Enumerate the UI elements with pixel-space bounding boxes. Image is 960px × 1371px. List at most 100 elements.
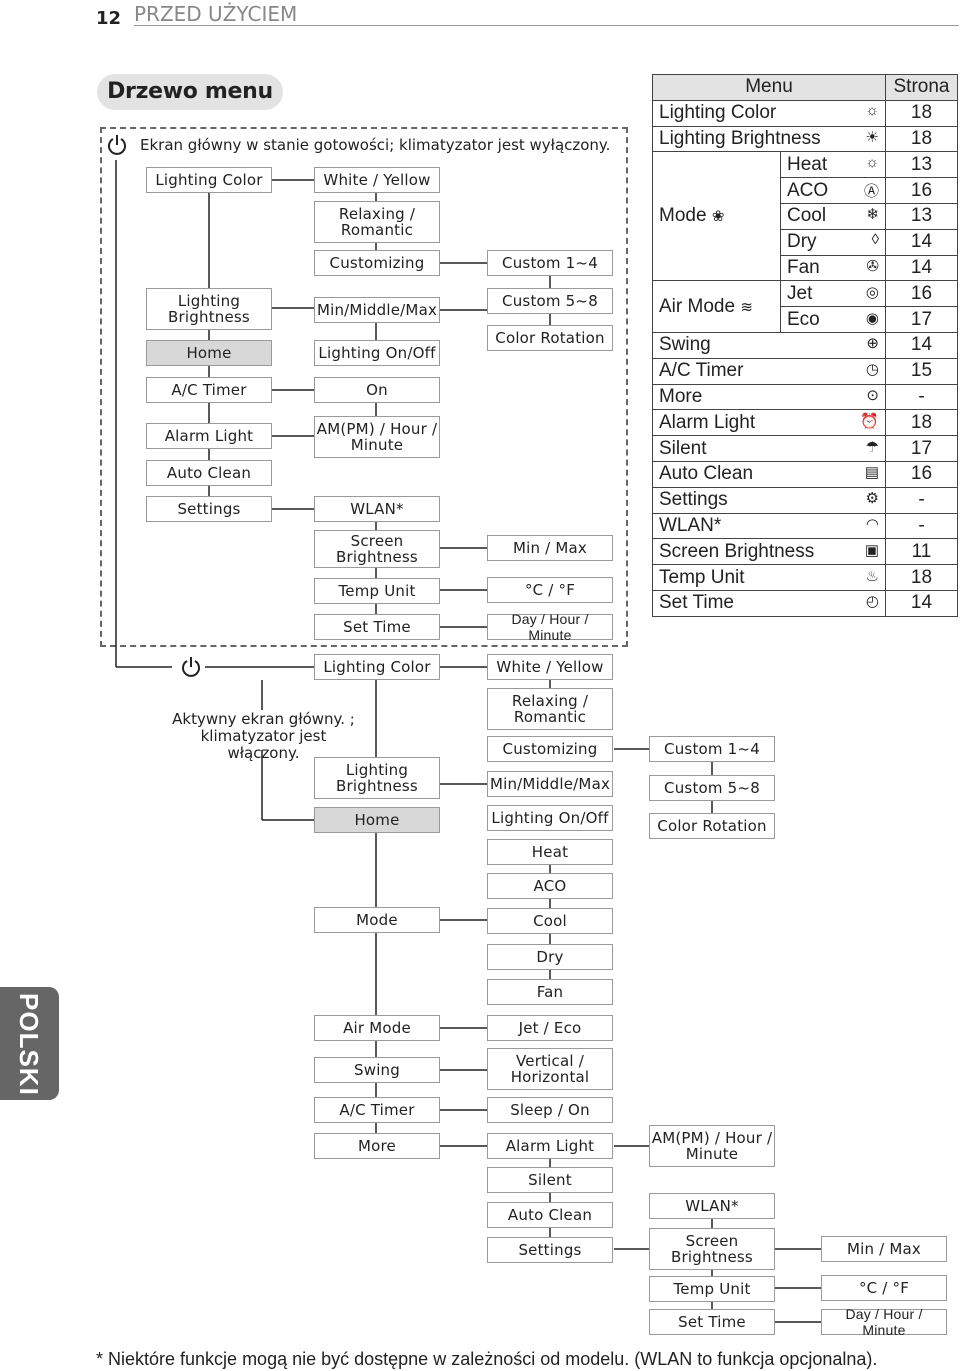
- gear-icon: ⚙: [865, 490, 879, 508]
- table-row: Dry◊ 14: [653, 228, 958, 256]
- menu-node: Lighting On/Off: [314, 340, 440, 366]
- menu-node: WLAN*: [649, 1193, 775, 1219]
- page-number: 12: [96, 8, 122, 29]
- active-caption: Aktywny ekran główny. ; klimatyzator jes…: [172, 710, 355, 762]
- table-row: Cool❄ 13: [653, 202, 958, 230]
- menu-node: Heat: [487, 839, 613, 865]
- table-header-menu: Menu: [652, 74, 886, 101]
- menu-node: Sleep / On: [487, 1097, 613, 1123]
- menu-node: Auto Clean: [487, 1202, 613, 1228]
- menu-node-home: Home: [146, 340, 272, 366]
- menu-node: Cool: [487, 908, 613, 934]
- standby-frame: [100, 127, 628, 647]
- alarm-icon: ⏰: [860, 412, 879, 430]
- silent-icon: ☂: [865, 438, 879, 456]
- menu-node: ACO: [487, 873, 613, 899]
- bulb-icon: ☼: [865, 102, 879, 120]
- menu-node: Lighting Color: [146, 167, 272, 193]
- menu-node: Air Mode: [314, 1015, 440, 1041]
- power-icon: [182, 657, 200, 677]
- fan-icon: ✇: [866, 257, 879, 275]
- menu-node: Lighting On/Off: [487, 805, 613, 831]
- menu-node: °C / °F: [821, 1275, 947, 1301]
- menu-node: Settings: [146, 496, 272, 522]
- page-header-title: PRZED UŻYCIEM: [134, 2, 298, 26]
- menu-node: Alarm Light: [487, 1133, 613, 1159]
- power-icon: [108, 135, 126, 155]
- aco-icon: Ⓐ: [863, 182, 879, 200]
- screen-brightness-icon: ▣: [864, 541, 879, 559]
- menu-node: Fan: [487, 979, 613, 1005]
- menu-node: Day / Hour / Minute: [487, 611, 613, 643]
- table-row: More⊙ -: [652, 383, 958, 411]
- menu-node: Auto Clean: [146, 460, 272, 486]
- more-icon: ⊙: [866, 386, 879, 404]
- wifi-icon: ◠: [865, 515, 879, 533]
- timer-icon: ◷: [865, 361, 879, 379]
- menu-node: °C / °F: [487, 577, 613, 603]
- menu-node: Vertical / Horizontal: [487, 1048, 613, 1090]
- menu-node: Day / Hour / Minute: [821, 1306, 947, 1338]
- menu-node: Silent: [487, 1167, 613, 1193]
- menu-node: Alarm Light: [146, 423, 272, 449]
- menu-node: A/C Timer: [314, 1097, 440, 1123]
- menu-node: White / Yellow: [314, 167, 440, 193]
- menu-node: Relaxing / Romantic: [314, 201, 440, 243]
- language-tab: POLSKI: [0, 987, 59, 1100]
- table-row: Air Mode ≋ Jet◎ 16: [652, 280, 958, 333]
- menu-node: Lighting Color: [314, 654, 440, 680]
- swing-icon: ⊕: [866, 335, 879, 353]
- menu-node: Custom 5~8: [649, 775, 775, 801]
- menu-node: Color Rotation: [649, 813, 775, 839]
- air-mode-icon: ≋: [740, 298, 753, 316]
- mode-icon: ❀: [711, 208, 725, 226]
- footnote: * Niektóre funkcje mogą nie być dostępne…: [96, 1349, 878, 1369]
- table-row: Settings⚙ -: [652, 486, 958, 514]
- table-row: Auto Clean▤ 16: [652, 460, 958, 488]
- table-row: Lighting Color☼ 18: [652, 99, 958, 127]
- menu-node: Temp Unit: [314, 578, 440, 604]
- menu-node: Custom 5~8: [487, 288, 613, 314]
- menu-node: Custom 1~4: [649, 736, 775, 762]
- menu-node: Swing: [314, 1057, 440, 1083]
- menu-node: Lighting Brightness: [314, 757, 440, 799]
- menu-node: Min/Middle/Max: [314, 297, 440, 323]
- menu-node: Customizing: [314, 250, 440, 276]
- menu-node: Relaxing / Romantic: [487, 688, 613, 730]
- menu-page-table: Menu Strona Lighting Color☼ 18 Lighting …: [652, 74, 958, 617]
- menu-node: More: [314, 1133, 440, 1159]
- menu-node: WLAN*: [314, 496, 440, 522]
- menu-node: Mode: [314, 907, 440, 933]
- table-row: Eco◉ 17: [653, 306, 958, 333]
- sun-icon: ☼: [865, 153, 879, 171]
- table-row: WLAN*◠ -: [652, 512, 958, 540]
- eco-icon: ◉: [865, 309, 879, 327]
- clock-icon: ◴: [865, 593, 879, 611]
- menu-node: AM(PM) / Hour / Minute: [314, 416, 440, 458]
- menu-node: Color Rotation: [487, 325, 613, 351]
- menu-node: AM(PM) / Hour / Minute: [649, 1125, 775, 1167]
- table-row: Set Time◴ 14: [652, 589, 958, 617]
- menu-node: Custom 1~4: [487, 250, 613, 276]
- menu-node: Jet / Eco: [487, 1015, 613, 1041]
- menu-node: Screen Brightness: [314, 530, 440, 568]
- table-row: Mode ❀ Heat☼ 13: [652, 151, 958, 282]
- menu-node: On: [314, 377, 440, 403]
- standby-caption: Ekran główny w stanie gotowości; klimaty…: [140, 136, 611, 154]
- droplet-icon: ◊: [871, 231, 879, 249]
- menu-node: Set Time: [314, 614, 440, 640]
- table-row: Swing⊕ 14: [652, 331, 958, 359]
- bulb-bright-icon: ☀: [865, 128, 879, 146]
- table-row: Alarm Light⏰ 18: [652, 409, 958, 437]
- section-title: Drzewo menu: [97, 74, 283, 110]
- table-row: Temp Unit♨ 18: [652, 564, 958, 591]
- menu-node: Dry: [487, 944, 613, 970]
- table-row: Screen Brightness▣ 11: [652, 538, 958, 566]
- table-row: Lighting Brightness☀ 18: [652, 125, 958, 153]
- menu-node: White / Yellow: [487, 654, 613, 680]
- menu-node: Screen Brightness: [649, 1228, 775, 1270]
- menu-node: Min/Middle/Max: [487, 771, 613, 797]
- menu-node: Customizing: [487, 736, 613, 762]
- table-header-page: Strona: [885, 74, 958, 101]
- table-row: Silent☂ 17: [652, 435, 958, 462]
